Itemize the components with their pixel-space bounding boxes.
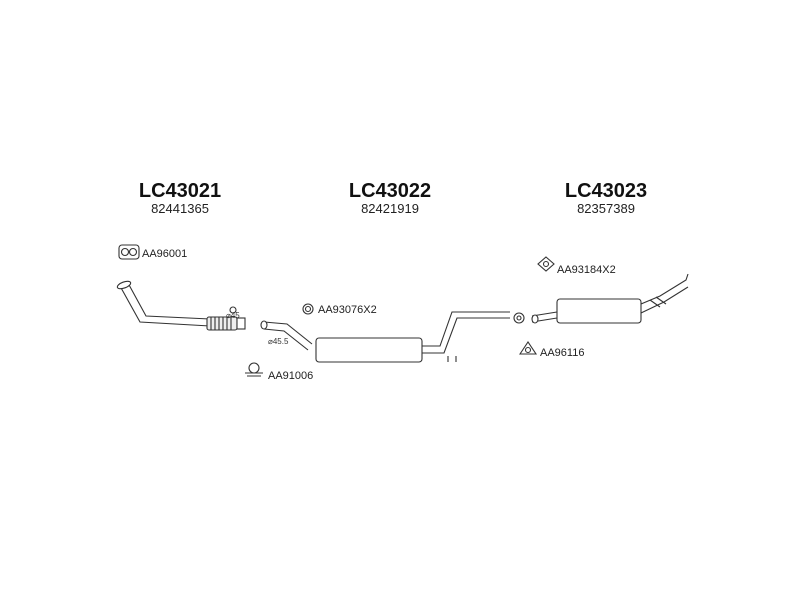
rubber-ring-label: AA93076X2 xyxy=(318,304,377,316)
middle-silencer-icon xyxy=(260,311,510,363)
gasket-rear-icon xyxy=(518,341,538,355)
dimension-d45: ⌀45 xyxy=(226,311,240,320)
assembly-rear-code: LC43023 xyxy=(565,180,647,202)
gasket-front-label: AA96001 xyxy=(142,248,187,260)
rear-silencer-icon xyxy=(531,273,689,324)
rear-mount-label: AA93184X2 xyxy=(557,264,616,276)
assembly-rear-header: LC43023 82357389 xyxy=(565,180,647,216)
assembly-front-number: 82441365 xyxy=(151,201,209,216)
gasket-front-icon xyxy=(118,244,140,260)
assembly-middle-code: LC43022 xyxy=(349,180,431,202)
assembly-middle-number: 82421919 xyxy=(361,201,419,216)
gasket-rear-label: AA96116 xyxy=(540,347,584,359)
assembly-front-header: LC43021 82441365 xyxy=(139,180,221,216)
front-pipe-icon xyxy=(116,280,246,331)
assembly-front-code: LC43021 xyxy=(139,180,221,202)
assembly-rear-number: 82357389 xyxy=(577,201,635,216)
clamp-label: AA91006 xyxy=(268,370,313,382)
connector-gasket-icon xyxy=(513,312,525,324)
rubber-ring-icon xyxy=(302,303,314,315)
clamp-icon xyxy=(245,362,263,377)
dimension-d455: ⌀45.5 xyxy=(268,337,289,346)
rear-mount-icon xyxy=(537,256,555,272)
assembly-middle-header: LC43022 82421919 xyxy=(349,180,431,216)
